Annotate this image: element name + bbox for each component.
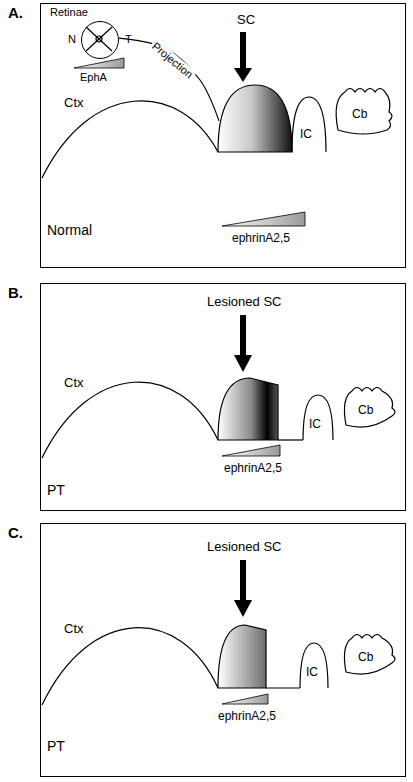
cortex-outline: [42, 382, 218, 458]
gradient-wedge: [222, 694, 268, 704]
panel-letter: C.: [8, 524, 23, 541]
gradient-wedge: [222, 445, 280, 456]
lesioned-sc: Lesioned SC: [219, 379, 279, 441]
ic-outline: [300, 643, 328, 688]
projection-line: [119, 38, 219, 121]
arrow-shaft: [240, 560, 246, 602]
lesioned-sc: [218, 378, 278, 440]
arrow-head: [234, 68, 252, 82]
arrow-shaft: [240, 32, 246, 70]
gradient-label: ephrinA2,5: [232, 232, 290, 246]
ic-outline: [303, 395, 333, 440]
sc-label: SC: [237, 13, 255, 28]
cerebellum-outline: [336, 89, 392, 135]
nasal-label: N: [68, 33, 76, 46]
panel-letter: B.: [8, 284, 23, 301]
region-label: IC: [300, 128, 312, 142]
lesioned-sc: [218, 625, 266, 688]
sc-dome: [218, 85, 292, 152]
panel: B.Lesioned SC: [40, 283, 406, 511]
gradient-wedge: [74, 58, 124, 68]
arrow-shaft: [240, 315, 246, 357]
region-label: Cb: [358, 651, 373, 665]
condition-label: PT: [47, 482, 65, 498]
optic-line: [86, 27, 112, 51]
ic-outline: [292, 97, 326, 152]
edge-label: Projection: [148, 38, 197, 82]
region-label: Ctx: [64, 376, 84, 391]
lesion-line: [266, 687, 300, 688]
temporal-label: T: [125, 33, 132, 46]
cortex-outline: [42, 628, 218, 705]
gradient-label: EphA: [80, 71, 107, 84]
arrow-head: [234, 600, 252, 617]
cerebellum-outline: [344, 635, 395, 675]
region-label: Ctx: [64, 622, 84, 637]
cortex-outline: [42, 101, 218, 178]
arrow-head: [234, 355, 252, 372]
cerebellum-outline: [344, 388, 395, 428]
lesion-label: Lesioned SC: [207, 540, 281, 555]
lesion-line: [278, 439, 303, 440]
region-label: IC: [309, 418, 321, 432]
region-label: Ctx: [64, 96, 84, 111]
lesioned-sc: Lesioned SC: [219, 626, 267, 689]
gradient-label: ephrinA2,5: [218, 710, 276, 724]
lesion-label: Lesioned SC: [207, 295, 281, 310]
region-label: IC: [306, 666, 318, 680]
condition-label: PT: [47, 738, 65, 754]
panel: A.RetinaeNTSC: [40, 3, 406, 268]
retina-circle: RetinaeNT: [81, 21, 119, 59]
optic-line: [86, 27, 112, 51]
retina-label: Retinae: [50, 6, 88, 19]
superior-colliculus: SC: [219, 86, 293, 153]
gradient-label: ephrinA2,5: [224, 462, 282, 476]
condition-label: Normal: [47, 222, 92, 238]
retina-center: [96, 36, 102, 42]
gradient-wedge: [222, 212, 305, 226]
region-label: Cb: [358, 404, 373, 418]
panel: C.Lesioned SC: [40, 523, 406, 777]
panel-letter: A.: [8, 4, 23, 21]
region-label: Cb: [352, 108, 367, 122]
